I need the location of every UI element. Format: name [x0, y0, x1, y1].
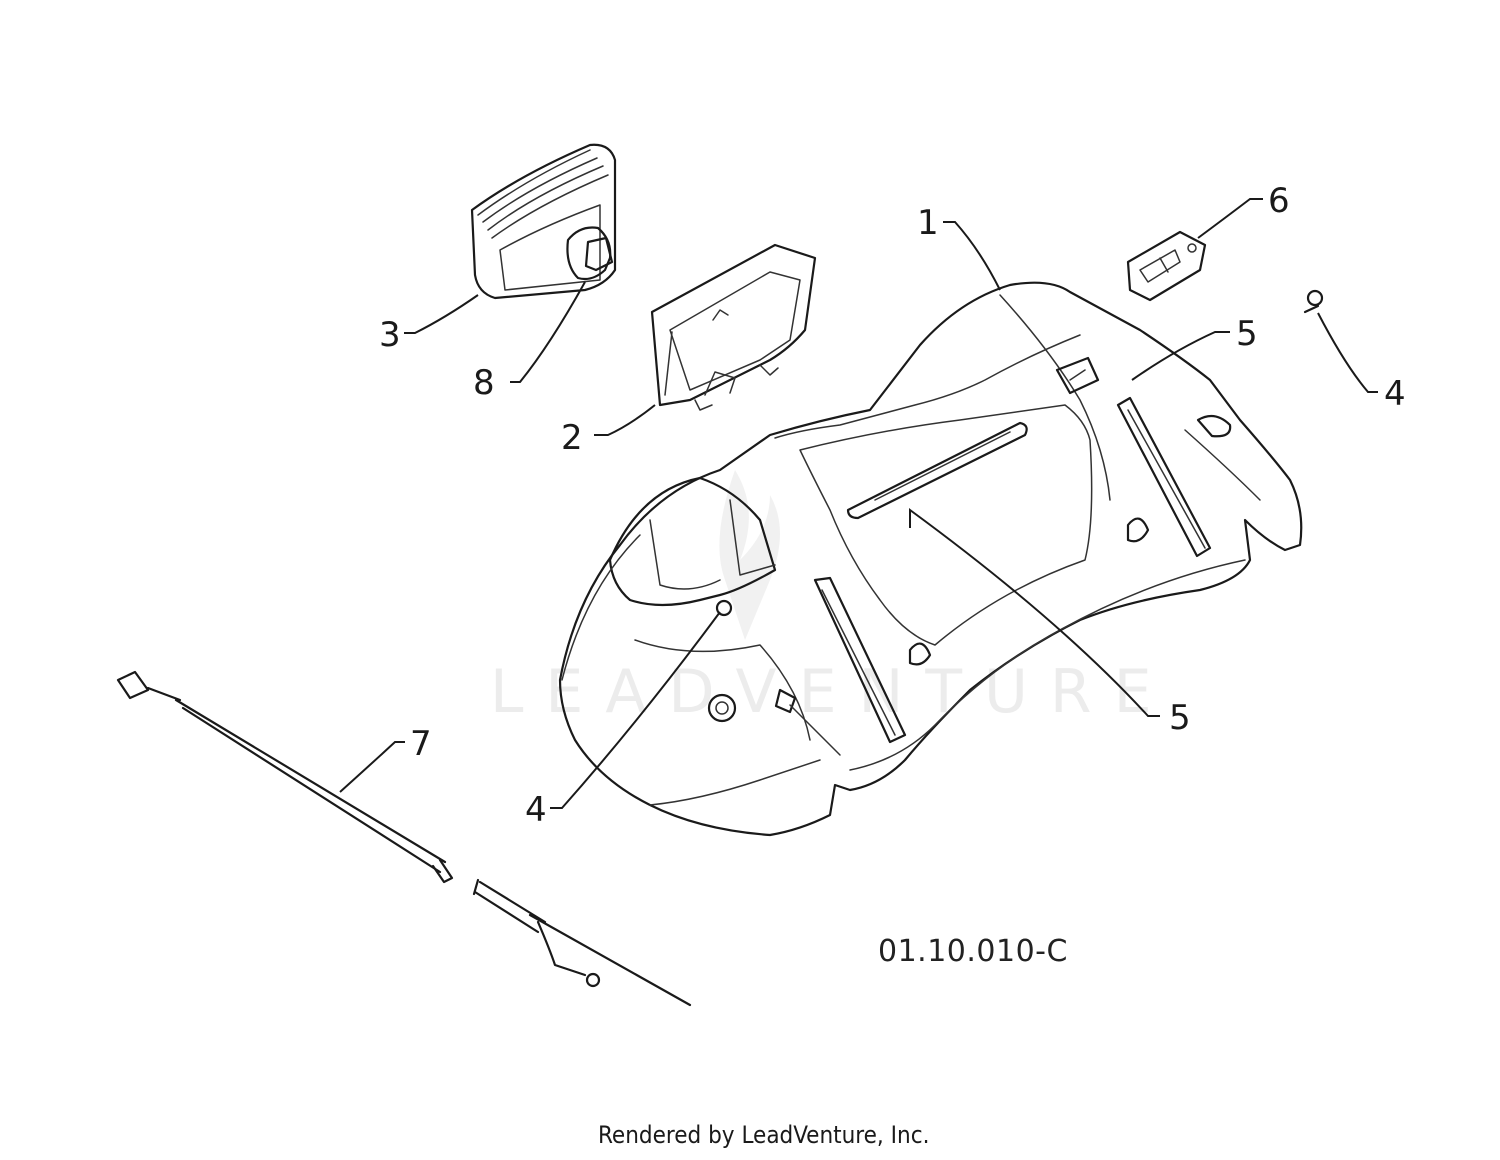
callout-labels: 1 2 3 4 4 5 5 6 7 8 [379, 181, 1406, 830]
callout-1: 1 [917, 203, 939, 243]
render-credit: Rendered by LeadVenture, Inc. [598, 1121, 929, 1149]
callout-4-left: 4 [525, 790, 547, 830]
part-7-harness [116, 670, 692, 1007]
watermark: LEADVENTURE [490, 470, 1174, 727]
part-3-headlight [470, 143, 617, 300]
callout-2: 2 [561, 418, 583, 458]
part-4-screw-right [1303, 289, 1324, 314]
callout-7: 7 [410, 724, 432, 764]
part-2-bezel [650, 243, 817, 411]
watermark-text: LEADVENTURE [490, 657, 1174, 727]
figure-id: 01.10.010-C [878, 934, 1068, 969]
callout-8: 8 [473, 363, 495, 403]
part-1-hood [558, 281, 1303, 837]
callout-5-upper: 5 [1236, 314, 1258, 354]
leader-lines [339, 198, 1378, 809]
part-6-switch [1126, 230, 1207, 302]
callout-3: 3 [379, 315, 401, 355]
callout-5-lower: 5 [1169, 698, 1191, 738]
callout-6: 6 [1268, 181, 1290, 221]
callout-4-right: 4 [1384, 374, 1406, 414]
